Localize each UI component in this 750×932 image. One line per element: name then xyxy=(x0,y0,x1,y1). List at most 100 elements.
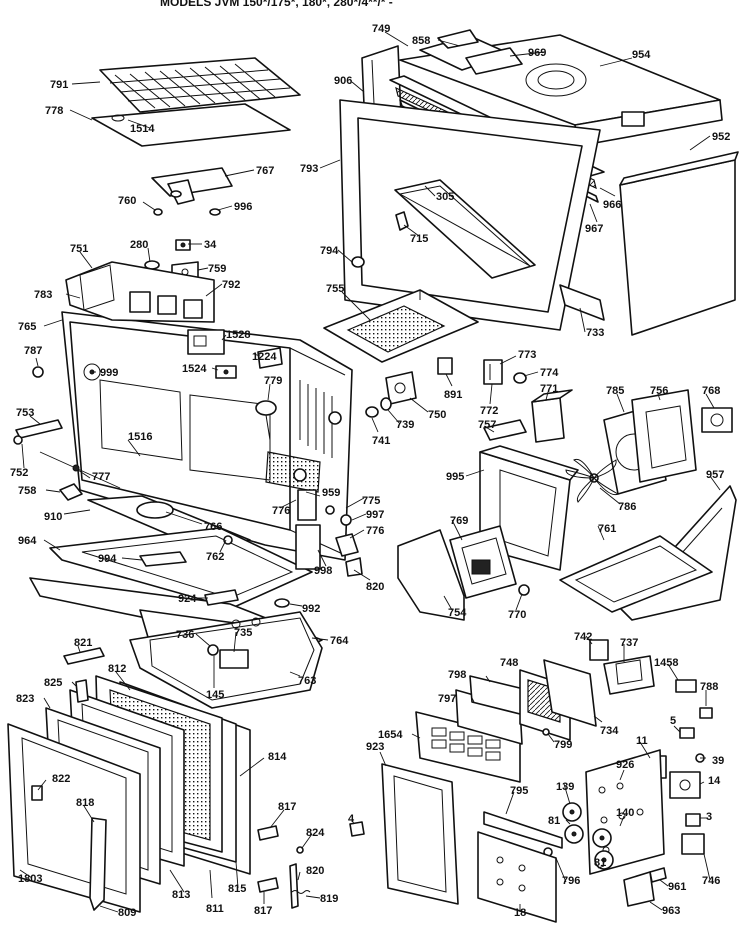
part-777-end xyxy=(72,464,80,472)
label-820: 820 xyxy=(366,581,384,593)
label-997: 997 xyxy=(366,509,384,521)
label-754: 754 xyxy=(448,607,467,619)
part-739 xyxy=(380,397,392,411)
label-752: 752 xyxy=(10,467,28,479)
label-305: 305 xyxy=(436,191,454,203)
label-788: 788 xyxy=(700,681,718,693)
fan-shroud-756 xyxy=(631,389,697,483)
part-817-upper xyxy=(257,825,279,841)
control-frame-923 xyxy=(381,763,459,905)
label-778: 778 xyxy=(45,105,63,117)
label-819: 819 xyxy=(320,893,338,905)
part-1524 xyxy=(215,365,237,379)
shroud-858-969 xyxy=(419,29,523,75)
label-799: 799 xyxy=(554,739,572,751)
label-821: 821 xyxy=(74,637,92,649)
label-761: 761 xyxy=(598,523,616,535)
label-759: 759 xyxy=(208,263,226,275)
door-frame-1803 xyxy=(7,723,141,913)
label-81: 81 xyxy=(548,815,560,827)
part-794 xyxy=(351,256,365,268)
label-996: 996 xyxy=(234,201,252,213)
part-817-lower xyxy=(257,877,279,893)
label-748: 748 xyxy=(500,657,518,669)
label-140: 140 xyxy=(616,807,634,819)
label-774: 774 xyxy=(540,367,559,379)
label-751: 751 xyxy=(70,243,88,255)
air-duct-754 xyxy=(397,529,465,621)
part-891 xyxy=(437,357,453,375)
switch-1528 xyxy=(187,329,225,355)
label-764: 764 xyxy=(330,635,349,647)
label-998: 998 xyxy=(314,565,332,577)
bottom-plate-763 xyxy=(129,611,323,709)
part-number-labels: 749 858 969 954 791 778 1514 906 952 793… xyxy=(10,23,730,919)
label-145: 145 xyxy=(206,689,224,701)
label-952: 952 xyxy=(712,131,730,143)
part-992 xyxy=(274,598,290,608)
magnetron-769 xyxy=(449,525,517,599)
label-737: 737 xyxy=(620,637,638,649)
label-969: 969 xyxy=(528,47,546,59)
label-795: 795 xyxy=(510,785,528,797)
vent-duct-305 xyxy=(394,179,536,279)
clip-961 xyxy=(649,867,667,883)
part-3 xyxy=(685,813,701,827)
rack-support-bracket xyxy=(151,167,233,205)
motor-768 xyxy=(701,407,733,433)
screw-760 xyxy=(153,208,163,216)
label-39: 39 xyxy=(712,755,724,767)
label-1516: 1516 xyxy=(128,431,152,443)
label-823: 823 xyxy=(16,693,34,705)
door-handle-818 xyxy=(89,817,107,911)
label-812: 812 xyxy=(108,663,126,675)
part-750 xyxy=(385,371,417,405)
label-1524: 1524 xyxy=(182,363,207,375)
label-768: 768 xyxy=(702,385,720,397)
label-798: 798 xyxy=(448,669,466,681)
part-779 xyxy=(255,400,277,441)
label-779: 779 xyxy=(264,375,282,387)
label-796: 796 xyxy=(562,875,580,887)
part-924 xyxy=(204,589,239,606)
door-hinge-821 xyxy=(63,647,105,665)
label-954: 954 xyxy=(632,49,651,61)
label-814: 814 xyxy=(268,751,287,763)
label-772: 772 xyxy=(480,405,498,417)
label-760: 760 xyxy=(118,195,136,207)
relay-742 xyxy=(589,639,609,661)
label-3: 3 xyxy=(706,811,712,823)
label-14: 14 xyxy=(708,775,721,787)
label-773: 773 xyxy=(518,349,536,361)
label-755: 755 xyxy=(326,283,344,295)
label-963: 963 xyxy=(662,905,680,917)
label-734: 734 xyxy=(600,725,619,737)
control-housing-751 xyxy=(65,261,215,323)
vent-panel-755 xyxy=(323,289,479,363)
label-967: 967 xyxy=(585,223,603,235)
label-715: 715 xyxy=(410,233,428,245)
wire-777 xyxy=(39,451,121,489)
label-999: 999 xyxy=(100,367,118,379)
part-34 xyxy=(175,239,191,251)
label-5: 5 xyxy=(670,715,676,727)
label-1528: 1528 xyxy=(226,329,250,341)
part-824 xyxy=(296,846,304,854)
label-758: 758 xyxy=(18,485,36,497)
bracket-734 xyxy=(543,659,597,727)
duct-bar-733 xyxy=(559,284,605,321)
trim-795 xyxy=(483,811,563,849)
label-964: 964 xyxy=(18,535,37,547)
label-280: 280 xyxy=(130,239,148,251)
label-34: 34 xyxy=(204,239,217,251)
label-742: 742 xyxy=(574,631,592,643)
label-741: 741 xyxy=(372,435,390,447)
label-797: 797 xyxy=(438,693,456,705)
label-926: 926 xyxy=(616,759,634,771)
label-824: 824 xyxy=(306,827,325,839)
label-786: 786 xyxy=(618,501,636,513)
label-766: 766 xyxy=(204,521,222,533)
label-910: 910 xyxy=(44,511,62,523)
part-799 xyxy=(542,728,550,736)
